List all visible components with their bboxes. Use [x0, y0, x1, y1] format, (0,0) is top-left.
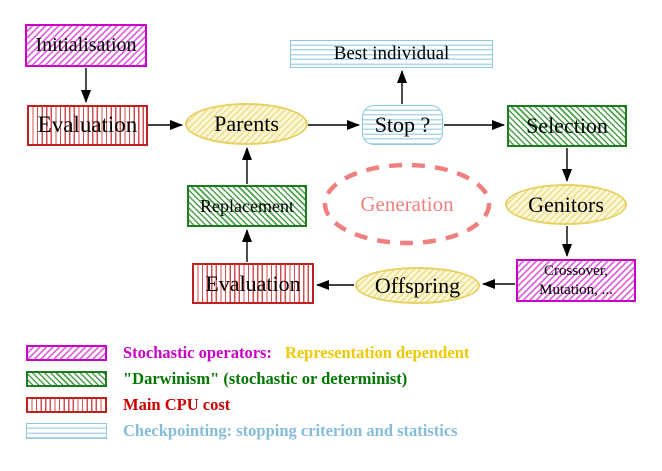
node-evaluation-top: Evaluation [27, 105, 148, 146]
node-evaluation-bottom-label: Evaluation [205, 270, 301, 296]
node-replacement: Replacement [187, 185, 307, 227]
legend-row-checkpointing: Checkpointing: stopping criterion and st… [26, 420, 469, 440]
legend-label-stochastic-operators: Stochastic operators: [123, 342, 272, 362]
legend-row-stochastic-operators: Stochastic operators: Representation dep… [26, 342, 470, 362]
legend-swatch-green-diagonal-hatch [26, 371, 107, 387]
legend-label-main-cpu-cost: Main CPU cost [123, 394, 231, 414]
node-genitors-label: Genitors [528, 191, 604, 217]
node-initialisation-label: Initialisation [35, 34, 137, 56]
node-stop-label: Stop ? [374, 112, 431, 138]
node-best-individual-label: Best individual [333, 43, 450, 65]
generation-label-text: Generation [360, 191, 454, 216]
legend-label-checkpointing: Checkpointing: stopping criterion and st… [123, 420, 458, 440]
node-selection: Selection [507, 105, 627, 147]
node-replacement-label: Replacement [200, 195, 294, 216]
legend-label-darwinism: "Darwinism" (stochastic or determinist) [123, 368, 408, 388]
node-offspring-label: Offspring [374, 272, 461, 298]
node-generation-label: Generation [323, 163, 491, 245]
node-evaluation-top-label: Evaluation [37, 112, 138, 138]
legend-swatch-cyan-horizontal-lines [26, 423, 107, 439]
node-selection-label: Selection [526, 113, 608, 139]
node-offspring: Offspring [355, 267, 480, 304]
legend-row-main-cpu-cost: Main CPU cost [26, 394, 469, 414]
node-best-individual: Best individual [290, 40, 493, 68]
legend-row-darwinism: "Darwinism" (stochastic or determinist) [26, 368, 469, 388]
legend-swatch-red-vertical-lines [26, 397, 107, 413]
node-stop: Stop ? [362, 105, 443, 145]
node-crossover-line2: Mutation, ... [539, 281, 613, 298]
node-parents: Parents [185, 103, 308, 145]
legend-label-representation-dependent: Representation dependent [284, 342, 470, 362]
node-parents-label: Parents [214, 111, 279, 137]
node-crossover-mutation: Crossover, Mutation, ... [516, 259, 636, 302]
node-evaluation-bottom: Evaluation [192, 263, 314, 304]
node-initialisation: Initialisation [25, 24, 147, 67]
legend-swatch-magenta-diagonal-hatch [26, 345, 107, 361]
node-genitors: Genitors [505, 184, 627, 225]
node-crossover-line1: Crossover, [544, 262, 608, 279]
legend: Stochastic operators: Representation dep… [26, 342, 470, 449]
